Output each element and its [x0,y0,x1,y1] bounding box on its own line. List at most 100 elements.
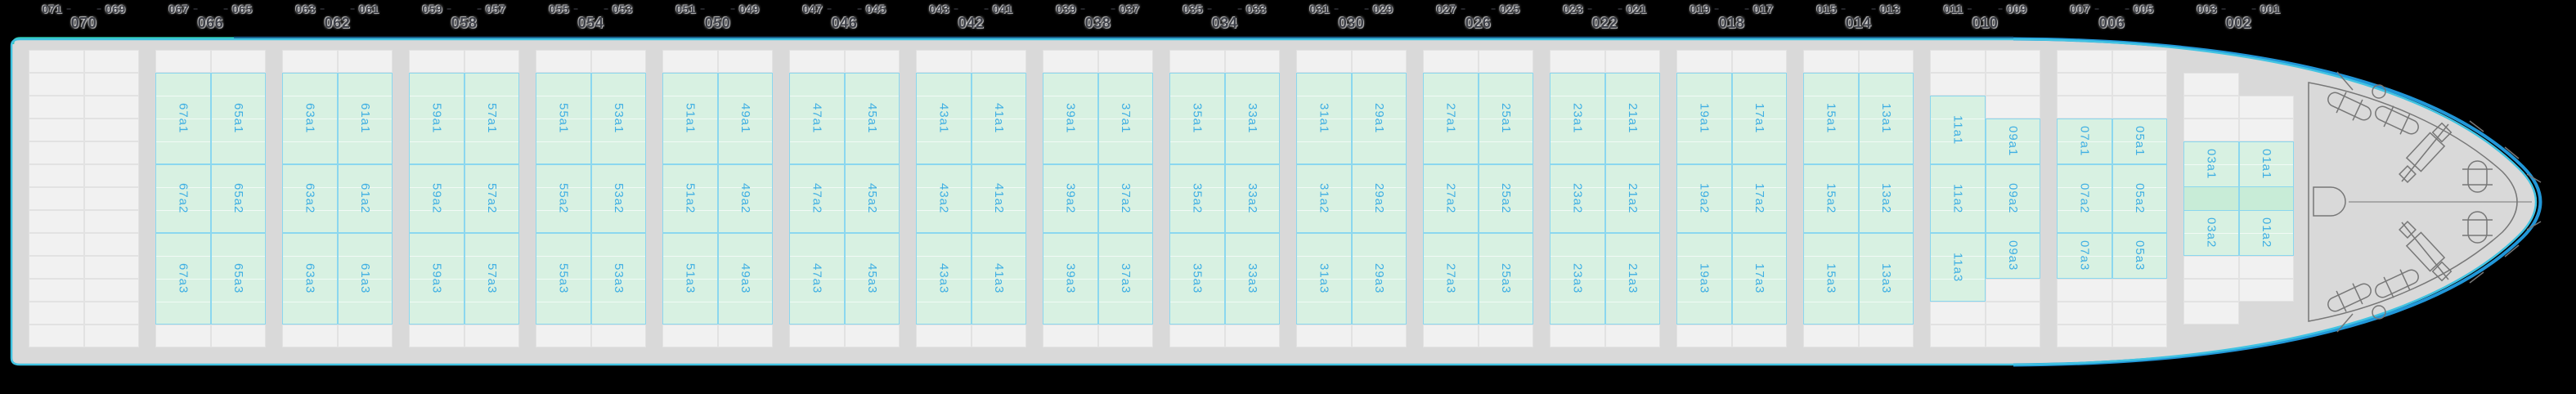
slot-63a3[interactable]: 63a3 [282,233,338,325]
slot-23a2[interactable]: 23a2 [1550,164,1605,233]
slot-09a3[interactable]: 09a3 [1985,233,2040,279]
slot-45a2[interactable]: 45a2 [844,164,900,233]
slot-39a3[interactable]: 39a3 [1043,233,1098,325]
slot-35a2[interactable]: 35a2 [1169,164,1225,233]
slot-13a2[interactable]: 13a2 [1858,164,1914,233]
slot-49a2[interactable]: 49a2 [717,164,773,233]
slot-55a2[interactable]: 55a2 [536,164,591,233]
slot-27a2[interactable]: 27a2 [1423,164,1479,233]
slot-53a1[interactable]: 53a1 [590,73,646,164]
slot-21a3[interactable]: 21a3 [1604,233,1660,325]
slot-65a1[interactable]: 65a1 [210,73,266,164]
slot-37a2[interactable]: 37a2 [1097,164,1153,233]
slot-15a3[interactable]: 15a3 [1803,233,1859,325]
slot-19a1[interactable]: 19a1 [1676,73,1732,164]
slot-11a1[interactable]: 11a1 [1930,96,1986,164]
slot-55a3[interactable]: 55a3 [536,233,591,325]
slot-67a2[interactable]: 67a2 [155,164,211,233]
slot-57a3[interactable]: 57a3 [464,233,519,325]
slot-15a1[interactable]: 15a1 [1803,73,1859,164]
slot-57a2[interactable]: 57a2 [464,164,519,233]
slot-25a3[interactable]: 25a3 [1478,233,1533,325]
slot-51a3[interactable]: 51a3 [662,233,718,325]
slot-51a2[interactable]: 51a2 [662,164,718,233]
slot-55a1[interactable]: 55a1 [536,73,591,164]
slot-41a1[interactable]: 41a1 [971,73,1026,164]
slot-33a2[interactable]: 33a2 [1224,164,1280,233]
slot-65a3[interactable]: 65a3 [210,233,266,325]
slot-25a1[interactable]: 25a1 [1478,73,1533,164]
slot-33a1[interactable]: 33a1 [1224,73,1280,164]
slot-41a3[interactable]: 41a3 [971,233,1026,325]
slot-63a1[interactable]: 63a1 [282,73,338,164]
slot-47a3[interactable]: 47a3 [789,233,845,325]
slot-65a2[interactable]: 65a2 [210,164,266,233]
slot-67a1[interactable]: 67a1 [155,73,211,164]
slot-59a3[interactable]: 59a3 [409,233,464,325]
slot-21a1[interactable]: 21a1 [1604,73,1660,164]
slot-15a2[interactable]: 15a2 [1803,164,1859,233]
slot-51a1[interactable]: 51a1 [662,73,718,164]
slot-53a3[interactable]: 53a3 [590,233,646,325]
slot-33a3[interactable]: 33a3 [1224,233,1280,325]
slot-07a3[interactable]: 07a3 [2057,233,2112,279]
slot-17a3[interactable]: 17a3 [1731,233,1787,325]
slot-61a3[interactable]: 61a3 [337,233,393,325]
slot-49a3[interactable]: 49a3 [717,233,773,325]
slot-17a1[interactable]: 17a1 [1731,73,1787,164]
slot-03a2[interactable]: 03a2 [2183,210,2239,256]
slot-63a2[interactable]: 63a2 [282,164,338,233]
slot-05a3[interactable]: 05a3 [2112,233,2167,279]
slot-01a2[interactable]: 01a2 [2238,210,2294,256]
slot-01a1[interactable]: 01a1 [2238,141,2294,187]
slot-31a1[interactable]: 31a1 [1296,73,1352,164]
slot-11a3[interactable]: 11a3 [1930,233,1986,302]
slot-11a2[interactable]: 11a2 [1930,164,1986,233]
slot-49a1[interactable]: 49a1 [717,73,773,164]
slot-27a1[interactable]: 27a1 [1423,73,1479,164]
slot-67a3[interactable]: 67a3 [155,233,211,325]
slot-09a2[interactable]: 09a2 [1985,164,2040,233]
slot-07a1[interactable]: 07a1 [2057,119,2112,164]
slot-61a1[interactable]: 61a1 [337,73,393,164]
slot-43a3[interactable]: 43a3 [916,233,972,325]
slot-23a3[interactable]: 23a3 [1550,233,1605,325]
slot-37a3[interactable]: 37a3 [1097,233,1153,325]
slot-35a1[interactable]: 35a1 [1169,73,1225,164]
slot-43a2[interactable]: 43a2 [916,164,972,233]
slot-29a3[interactable]: 29a3 [1351,233,1407,325]
slot-21a2[interactable]: 21a2 [1604,164,1660,233]
slot-23a1[interactable]: 23a1 [1550,73,1605,164]
slot-13a1[interactable]: 13a1 [1858,73,1914,164]
slot-31a3[interactable]: 31a3 [1296,233,1352,325]
slot-41a2[interactable]: 41a2 [971,164,1026,233]
slot-43a1[interactable]: 43a1 [916,73,972,164]
slot-45a1[interactable]: 45a1 [844,73,900,164]
slot-35a3[interactable]: 35a3 [1169,233,1225,325]
slot-45a3[interactable]: 45a3 [844,233,900,325]
slot-13a3[interactable]: 13a3 [1858,233,1914,325]
slot-07a2[interactable]: 07a2 [2057,164,2112,233]
slot-03a1[interactable]: 03a1 [2183,141,2239,187]
slot-39a1[interactable]: 39a1 [1043,73,1098,164]
slot-31a2[interactable]: 31a2 [1296,164,1352,233]
slot-59a2[interactable]: 59a2 [409,164,464,233]
slot-29a1[interactable]: 29a1 [1351,73,1407,164]
slot-09a1[interactable]: 09a1 [1985,119,2040,164]
slot-27a3[interactable]: 27a3 [1423,233,1479,325]
slot-47a2[interactable]: 47a2 [789,164,845,233]
slot-05a1[interactable]: 05a1 [2112,119,2167,164]
slot-47a1[interactable]: 47a1 [789,73,845,164]
slot-19a3[interactable]: 19a3 [1676,233,1732,325]
slot-39a2[interactable]: 39a2 [1043,164,1098,233]
slot-25a2[interactable]: 25a2 [1478,164,1533,233]
slot-17a2[interactable]: 17a2 [1731,164,1787,233]
slot-37a1[interactable]: 37a1 [1097,73,1153,164]
slot-19a2[interactable]: 19a2 [1676,164,1732,233]
slot-29a2[interactable]: 29a2 [1351,164,1407,233]
slot-59a1[interactable]: 59a1 [409,73,464,164]
slot-61a2[interactable]: 61a2 [337,164,393,233]
slot-53a2[interactable]: 53a2 [590,164,646,233]
slot-05a2[interactable]: 05a2 [2112,164,2167,233]
slot-57a1[interactable]: 57a1 [464,73,519,164]
